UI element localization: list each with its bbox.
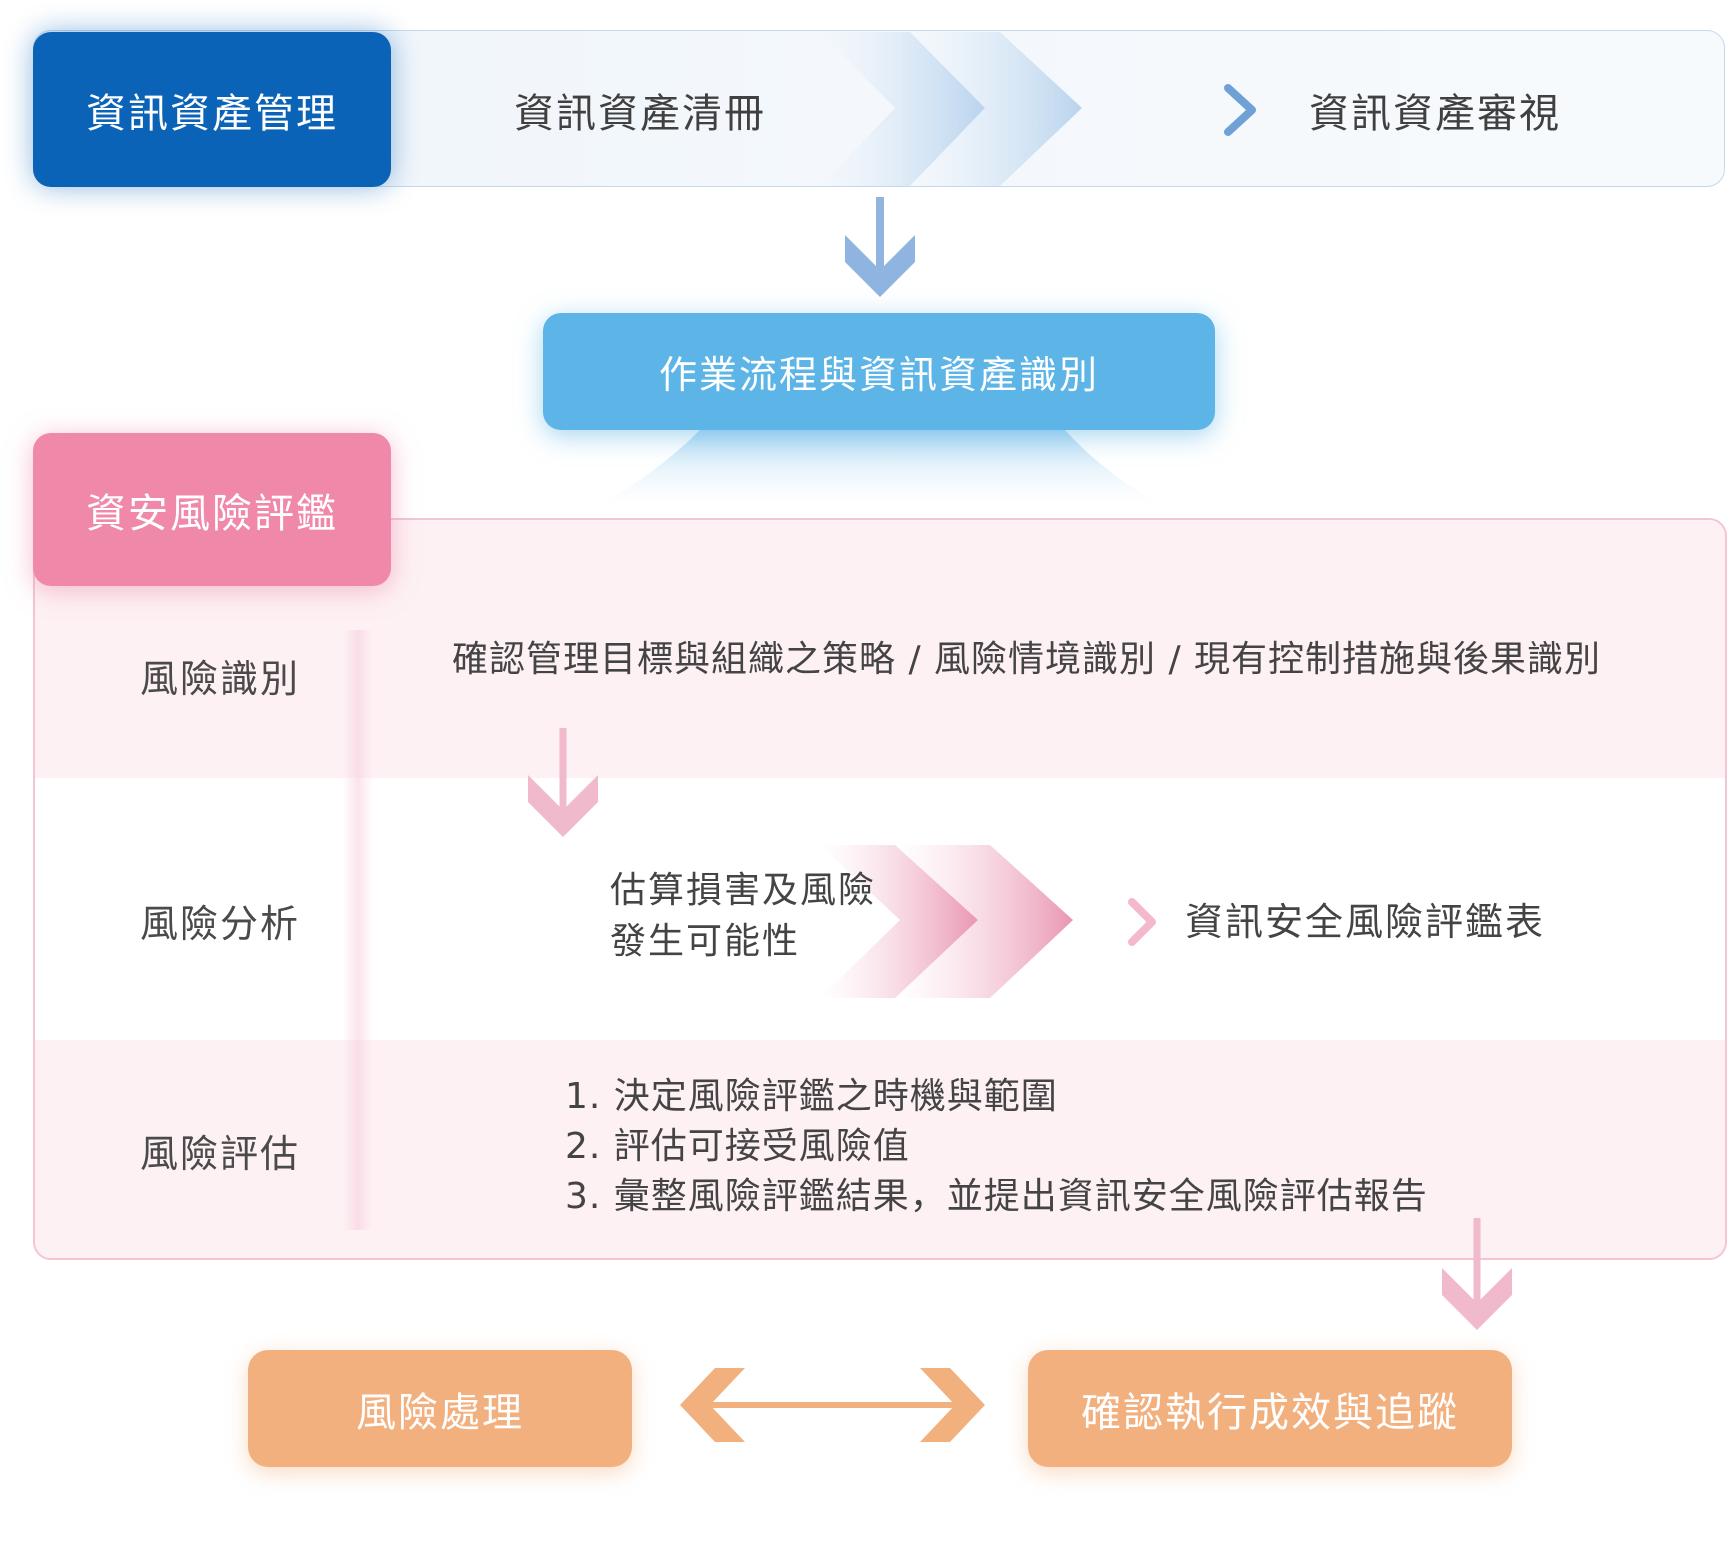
chevron-shape-pink-2	[895, 845, 1073, 998]
risk-identification-label: 風險識別	[140, 656, 301, 701]
risk-evaluation-list: 1. 決定風險評鑑之時機與範圍 2. 評估可接受風險值 3. 彙整風險評鑑結果，…	[565, 1072, 1565, 1222]
identify-glow	[580, 430, 1180, 515]
list-item: 3. 彙整風險評鑑結果，並提出資訊安全風險評估報告	[565, 1176, 1428, 1217]
chevron-shape-pink-1	[820, 845, 978, 998]
estimate-line-1: 估算損害及風險	[610, 870, 877, 911]
list-item: 1. 決定風險評鑑之時機與範圍	[565, 1076, 1058, 1117]
estimate-line-2: 發生可能性	[610, 921, 801, 962]
asset-inventory-step: 資訊資產清冊	[514, 90, 766, 137]
estimate-damage-text: 估算損害及風險 發生可能性	[610, 865, 910, 967]
risk-evaluation-label: 風險評估	[140, 1131, 301, 1176]
arrow-down-pink-right-icon	[1442, 1218, 1512, 1330]
risk-assessment-table-text: 資訊安全風險評鑑表	[1185, 899, 1546, 944]
arrow-down-blue-icon	[845, 197, 915, 297]
chevron-shape-2	[910, 32, 1082, 186]
analysis-chevrons	[820, 845, 1156, 998]
double-arrow-icon	[680, 1368, 985, 1442]
risk-treatment-box: 風險處理	[248, 1350, 632, 1467]
chevron-small-icon	[1224, 84, 1256, 136]
arrow-down-pink-icon	[528, 728, 598, 837]
top-chevrons	[820, 32, 1256, 186]
chevron-shape-1	[820, 32, 985, 186]
chevron-small-pink-icon	[1128, 898, 1156, 946]
risk-assessment-tag: 資安風險評鑑	[33, 433, 391, 586]
process-asset-identification-box: 作業流程與資訊資產識別	[543, 313, 1215, 430]
risk-analysis-label: 風險分析	[140, 901, 301, 946]
row-divider	[343, 630, 373, 1230]
risk-assessment-panel	[33, 518, 1727, 1260]
list-item: 2. 評估可接受風險值	[565, 1126, 910, 1167]
asset-review-step: 資訊資產審視	[1309, 90, 1561, 137]
asset-management-tag: 資訊資產管理	[33, 32, 391, 187]
risk-identification-text: 確認管理目標與組織之策略 / 風險情境識別 / 現有控制措施與後果識別	[452, 639, 1602, 680]
confirm-tracking-box: 確認執行成效與追蹤	[1028, 1350, 1512, 1467]
evaluation-band	[35, 1040, 1725, 1258]
